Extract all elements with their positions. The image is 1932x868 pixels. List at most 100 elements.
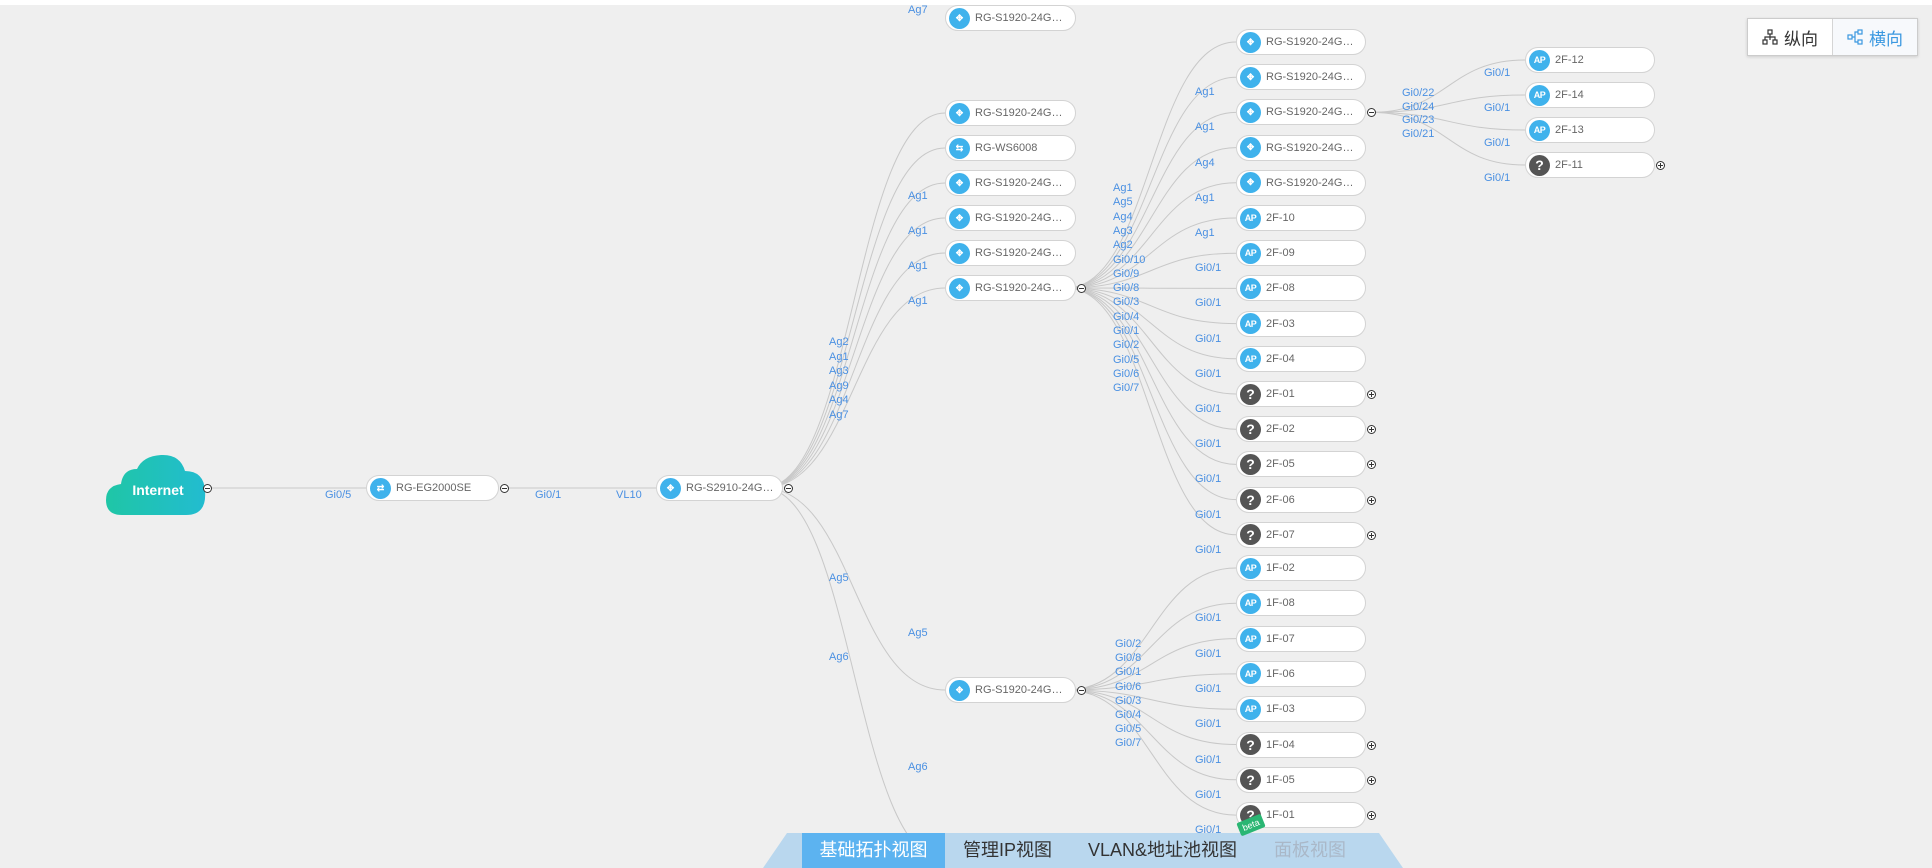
vertical-view-label: 纵向 (1784, 29, 1818, 49)
device-node-p05[interactable]: ? 2F-05 (1236, 451, 1366, 478)
unknown-device-icon: ? (1240, 734, 1261, 755)
device-node-l1[interactable]: ✥RG-S1920-24GT4... (945, 677, 1076, 703)
horizontal-view-button[interactable]: 横向 (1832, 19, 1917, 55)
link-line (1370, 111, 1526, 166)
device-name: 1F-05 (1266, 773, 1295, 786)
collapse-icon[interactable] (784, 484, 793, 493)
expand-icon[interactable] (1367, 425, 1376, 435)
port-label-s3: Gi0/22 (1402, 87, 1435, 99)
link-line (1370, 111, 1526, 131)
port-label-1f: Gi0/1 (1195, 718, 1222, 731)
link-line (1065, 287, 1237, 465)
tab-vlan-address-pool[interactable]: VLAN&地址池视图 (1087, 840, 1238, 860)
expand-icon[interactable] (1656, 161, 1665, 170)
horizontal-view-label: 横向 (1869, 29, 1903, 49)
port-label-core-upper: Ag3 (829, 365, 849, 377)
switch-icon: ✥ (949, 679, 970, 701)
vertical-view-button[interactable]: 纵向 (1748, 19, 1832, 55)
port-label-gateway: Gi0/1 (535, 489, 562, 501)
device-node-s3[interactable]: ✥RG-S1920-24GT4... (1236, 99, 1366, 126)
internet-cloud-icon[interactable] (106, 453, 210, 517)
device-node-f05[interactable]: ?1F-05 (1236, 766, 1366, 793)
device-name: 1F-07 (1266, 632, 1295, 645)
switch-icon: ✥ (1240, 137, 1261, 159)
device-node-a6[interactable]: ✥RG-S1920-24GT4... (945, 275, 1076, 301)
link-line (1065, 287, 1237, 325)
tab-basic-topology[interactable]: 基础拓扑视图 (802, 833, 945, 868)
collapse-icon[interactable] (500, 484, 509, 493)
port-label-2f: Ag1 (1195, 86, 1215, 99)
expand-icon[interactable] (1367, 811, 1376, 821)
device-node-gw[interactable]: ⇄RG-EG2000SE (366, 475, 499, 501)
device-name: 2F-07 (1266, 528, 1295, 541)
device-name: 2F-05 (1266, 458, 1295, 471)
collapse-icon[interactable] (1077, 686, 1086, 695)
expand-icon[interactable] (1367, 390, 1376, 399)
switch-icon: ✥ (1240, 31, 1261, 53)
device-node-f04[interactable]: ?1F-04 (1236, 731, 1366, 758)
unknown-device-icon: ? (1240, 489, 1261, 511)
tab-management-ip[interactable]: 管理IP视图 (962, 840, 1052, 860)
collapse-icon[interactable] (1367, 108, 1376, 118)
port-label-core-upper: Ag7 (829, 408, 849, 421)
ap-icon: AP (1240, 348, 1261, 370)
device-node-a3[interactable]: ✥RG-S1920-24GT4... (945, 170, 1076, 196)
device-node-core[interactable]: ✥RG-S2910-24GT4... (656, 475, 783, 501)
expand-icon[interactable] (1367, 740, 1376, 750)
device-node-s2[interactable]: ✥RG-S1920-24GT4... (1236, 64, 1366, 91)
port-label-agg: Ag7 (908, 5, 928, 16)
expand-icon[interactable] (1367, 775, 1376, 785)
device-node-p07[interactable]: ?2F-07 (1236, 521, 1366, 548)
ap-icon: AP (1240, 242, 1261, 264)
link-line (1065, 689, 1237, 816)
expand-icon[interactable] (1367, 460, 1376, 470)
device-node-p02[interactable]: ?2F-02 (1236, 416, 1366, 443)
device-node-p01[interactable]: ?2F-01 (1236, 381, 1366, 407)
device-node-a4[interactable]: ✥RG-S1920-24GT4... (945, 205, 1076, 231)
device-node-p06[interactable]: ?2F-06 (1236, 486, 1366, 513)
device-node-a7[interactable]: ✥RG-S1920-24GT4... (945, 5, 1076, 31)
collapse-icon[interactable] (1077, 284, 1086, 293)
link-line (1065, 602, 1237, 691)
port-label-1f: Gi0/1 (1195, 647, 1222, 660)
link-line (1065, 638, 1237, 691)
link-line (1065, 182, 1237, 289)
port-label-internet: Gi0/5 (325, 489, 352, 501)
device-node-s1[interactable]: ✥RG-S1920-24GT4... (1236, 29, 1366, 55)
port-label-2f-switch: Ag2 (1113, 239, 1133, 252)
device-node-s4[interactable]: ✥RG-S1920-24GT4... (1236, 134, 1366, 161)
port-label-s3: Gi0/21 (1402, 127, 1435, 140)
link-line (1065, 287, 1237, 360)
expand-icon[interactable] (1367, 495, 1376, 505)
collapse-icon[interactable] (203, 484, 212, 493)
device-name: 1F-02 (1266, 562, 1295, 574)
device-node-a5[interactable]: ✥RG-S1920-24GT4... (945, 240, 1076, 266)
internet-label: Internet (132, 482, 184, 498)
topology-canvas[interactable]: Internet ⇄RG-EG2000SE ✥RG-S2910-24GT4... ✥… (0, 5, 1932, 868)
port-label-s3-child: Gi0/1 (1484, 102, 1511, 114)
port-label-2f-switch: Gi0/7 (1113, 382, 1140, 395)
device-node-a2[interactable]: ⇆RG-WS6008 (945, 135, 1076, 161)
expand-icon[interactable] (1367, 530, 1376, 540)
device-node-c11[interactable]: ?2F-11 (1525, 152, 1655, 178)
device-node-s5[interactable]: ✥RG-S1920-24GT4... (1236, 169, 1366, 196)
port-label-core-upper: Ag2 (829, 336, 849, 348)
unknown-device-icon: ? (1240, 453, 1261, 475)
device-name: 2F-13 (1555, 124, 1584, 136)
device-name: RG-S1920-24GT4... (975, 247, 1069, 259)
device-node-a1[interactable]: ✥RG-S1920-24GT4... (945, 100, 1076, 126)
port-label-1f: Gi0/1 (1195, 824, 1222, 837)
